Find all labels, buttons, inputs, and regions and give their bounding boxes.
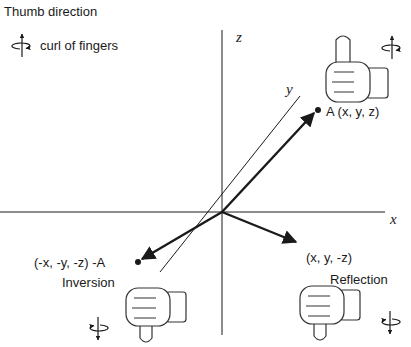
x-axis: [0, 212, 385, 213]
operation-label: Reflection: [330, 272, 388, 287]
right-hand: [326, 36, 388, 102]
vector-reflected: [222, 212, 296, 242]
z-axis: [222, 30, 223, 335]
axis-label: y: [286, 82, 293, 97]
y-axis: [160, 96, 300, 272]
mirror-hand: [300, 286, 360, 340]
legend-note: curl of fingers: [40, 38, 118, 53]
axis-label: x: [390, 212, 397, 227]
point-label: (-x, -y, -z) -A: [34, 255, 105, 270]
vector-inverted: [142, 212, 222, 259]
axis-label: z: [236, 30, 242, 45]
left-hand: [126, 288, 186, 342]
point-label: A (x, y, z): [326, 104, 379, 119]
vector-a: [222, 113, 314, 212]
operation-label: Inversion: [62, 275, 115, 290]
point-label: (x, y, -z): [306, 250, 352, 265]
heading-note: Thumb direction: [4, 4, 97, 19]
